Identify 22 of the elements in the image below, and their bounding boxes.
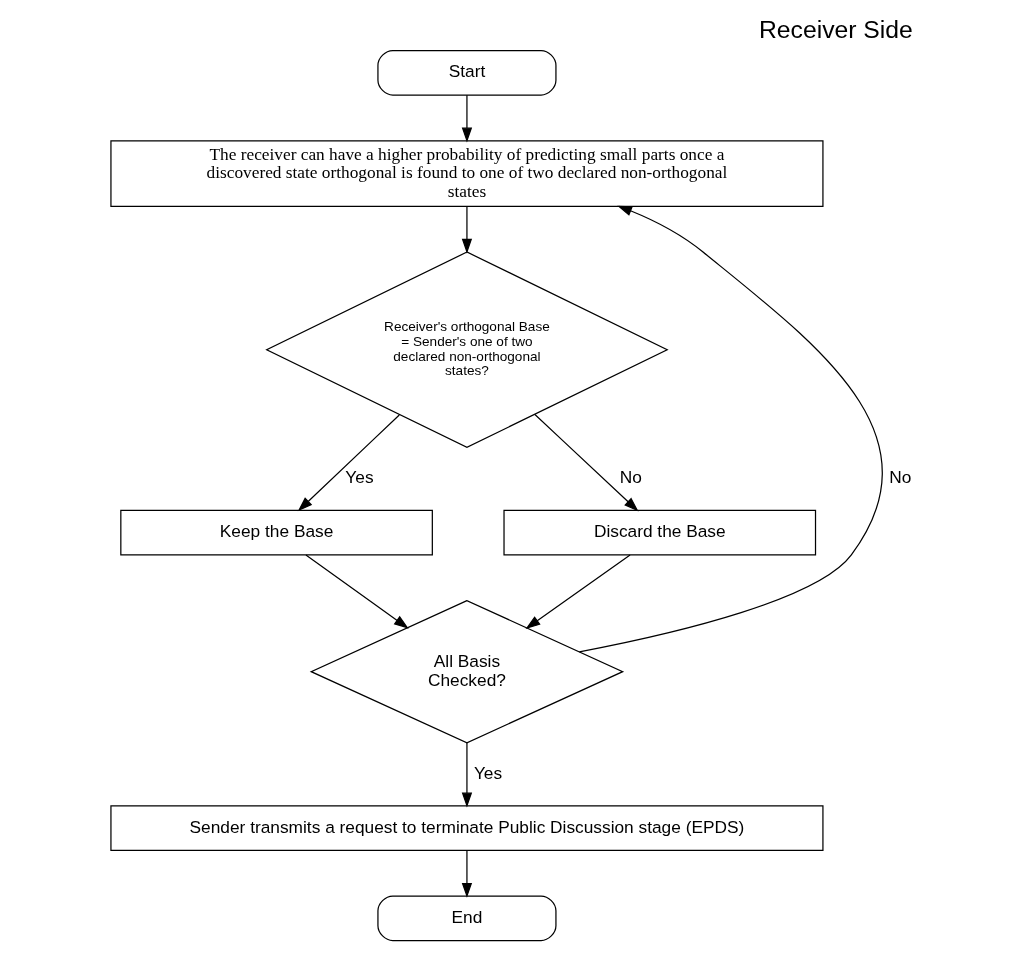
node-box: Sender transmits a request to terminate Public Discussion stage (EPDS) (110, 805, 824, 851)
edge-label: No (889, 467, 912, 488)
node-box: Keep the Base (120, 509, 433, 556)
edge-label: Yes (473, 762, 503, 783)
arrow (578, 205, 883, 653)
node-box: Discard the Base (503, 509, 817, 556)
arrow (461, 849, 473, 898)
arrow (534, 413, 639, 512)
node-diamond: All Basis Checked? (309, 599, 625, 744)
arrow (461, 206, 473, 254)
arrow (525, 554, 631, 629)
diagram-title: Receiver Side (758, 16, 913, 44)
arrow (297, 414, 400, 512)
arrow (461, 742, 473, 808)
node-box: End (377, 895, 557, 942)
arrow (461, 94, 473, 143)
arrow (305, 554, 409, 629)
node-box: Start (377, 49, 557, 96)
edge-label: No (619, 467, 642, 488)
node-box: The receiver can have a higher probability of predicting small parts once a discovered state orthogonal is found to one of two declared non-orthogonal states (110, 140, 824, 207)
edge-label: Yes (345, 467, 374, 488)
node-diamond: Receiver's orthogonal Base = Sender's one of two declared non-orthogonal states? (265, 251, 669, 448)
